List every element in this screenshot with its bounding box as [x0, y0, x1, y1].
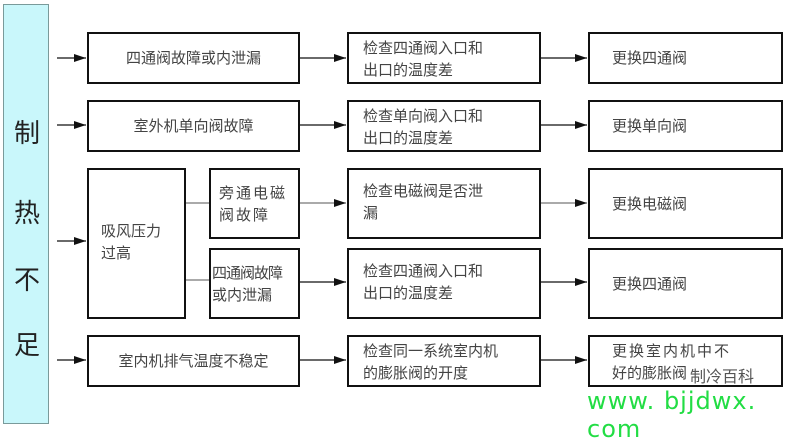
- check-text: 出口的温度差: [363, 61, 454, 79]
- problem-label-column: 制 热 不 足: [3, 4, 49, 424]
- action-box: 更换电磁阀: [588, 168, 783, 239]
- action-text: 更换电磁阀: [612, 195, 688, 213]
- action-text: 更换单向阀: [612, 117, 688, 135]
- check-text: 出口的温度差: [363, 284, 454, 302]
- sub-cause-text: 或内泄漏: [212, 286, 273, 304]
- sub-cause-text: 四通阀故障: [212, 264, 283, 282]
- check-box: 检查电磁阀是否泄 漏: [347, 168, 541, 239]
- sub-cause-text: 旁通电磁: [219, 184, 288, 202]
- action-box: 更换单向阀: [588, 100, 783, 152]
- cause-text: 吸风压力: [101, 222, 162, 240]
- side-char: 不: [13, 266, 40, 296]
- check-box: 检查四通阀入口和 出口的温度差: [347, 248, 541, 319]
- check-text: 检查电磁阀是否泄: [363, 182, 484, 200]
- check-text: 检查四通阀入口和: [363, 39, 484, 57]
- side-char: 热: [13, 199, 40, 229]
- action-text: 好的膨胀阀: [612, 364, 688, 382]
- watermark-logo: 制冷百科: [690, 367, 755, 386]
- cause-box: 室外机单向阀故障: [87, 100, 300, 152]
- cause-box: 四通阀故障或内泄漏: [87, 32, 300, 84]
- cause-box: 室内机排气温度不稳定: [87, 335, 300, 387]
- action-text: 更换四通阀: [612, 49, 688, 67]
- check-box: 检查四通阀入口和 出口的温度差: [347, 32, 541, 84]
- sub-cause-box: 四通阀故障 或内泄漏: [209, 248, 300, 319]
- check-box: 检查单向阀入口和 出口的温度差: [347, 100, 541, 152]
- check-text: 检查四通阀入口和: [363, 262, 484, 280]
- action-text: 更换四通阀: [612, 275, 688, 293]
- sub-cause-box: 旁通电磁 阀故障: [209, 168, 300, 239]
- cause-box: 吸风压力 过高: [87, 168, 186, 319]
- action-text: 更换室内机中不: [612, 342, 732, 360]
- cause-text: 室内机排气温度不稳定: [118, 352, 269, 370]
- action-box: 更换室内机中不 好的膨胀阀: [588, 335, 783, 387]
- side-char: 足: [13, 331, 40, 361]
- check-text: 漏: [363, 204, 379, 222]
- action-box: 更换四通阀: [588, 248, 783, 319]
- check-text: 的膨胀阀的开度: [363, 364, 469, 382]
- connector-lines: [57, 54, 587, 364]
- check-text: 出口的温度差: [363, 129, 454, 147]
- cause-text: 四通阀故障或内泄漏: [125, 49, 261, 67]
- cause-text: 过高: [101, 244, 132, 262]
- watermark-url: www. bjjdwx. com: [587, 387, 757, 443]
- cause-text: 室外机单向阀故障: [133, 117, 254, 135]
- check-text: 检查单向阀入口和: [363, 107, 484, 125]
- side-char: 制: [13, 119, 40, 149]
- check-box: 检查同一系统室内机 的膨胀阀的开度: [347, 335, 541, 387]
- action-box: 更换四通阀: [588, 32, 783, 84]
- check-text: 检查同一系统室内机: [363, 342, 499, 360]
- sub-cause-text: 阀故障: [219, 206, 271, 224]
